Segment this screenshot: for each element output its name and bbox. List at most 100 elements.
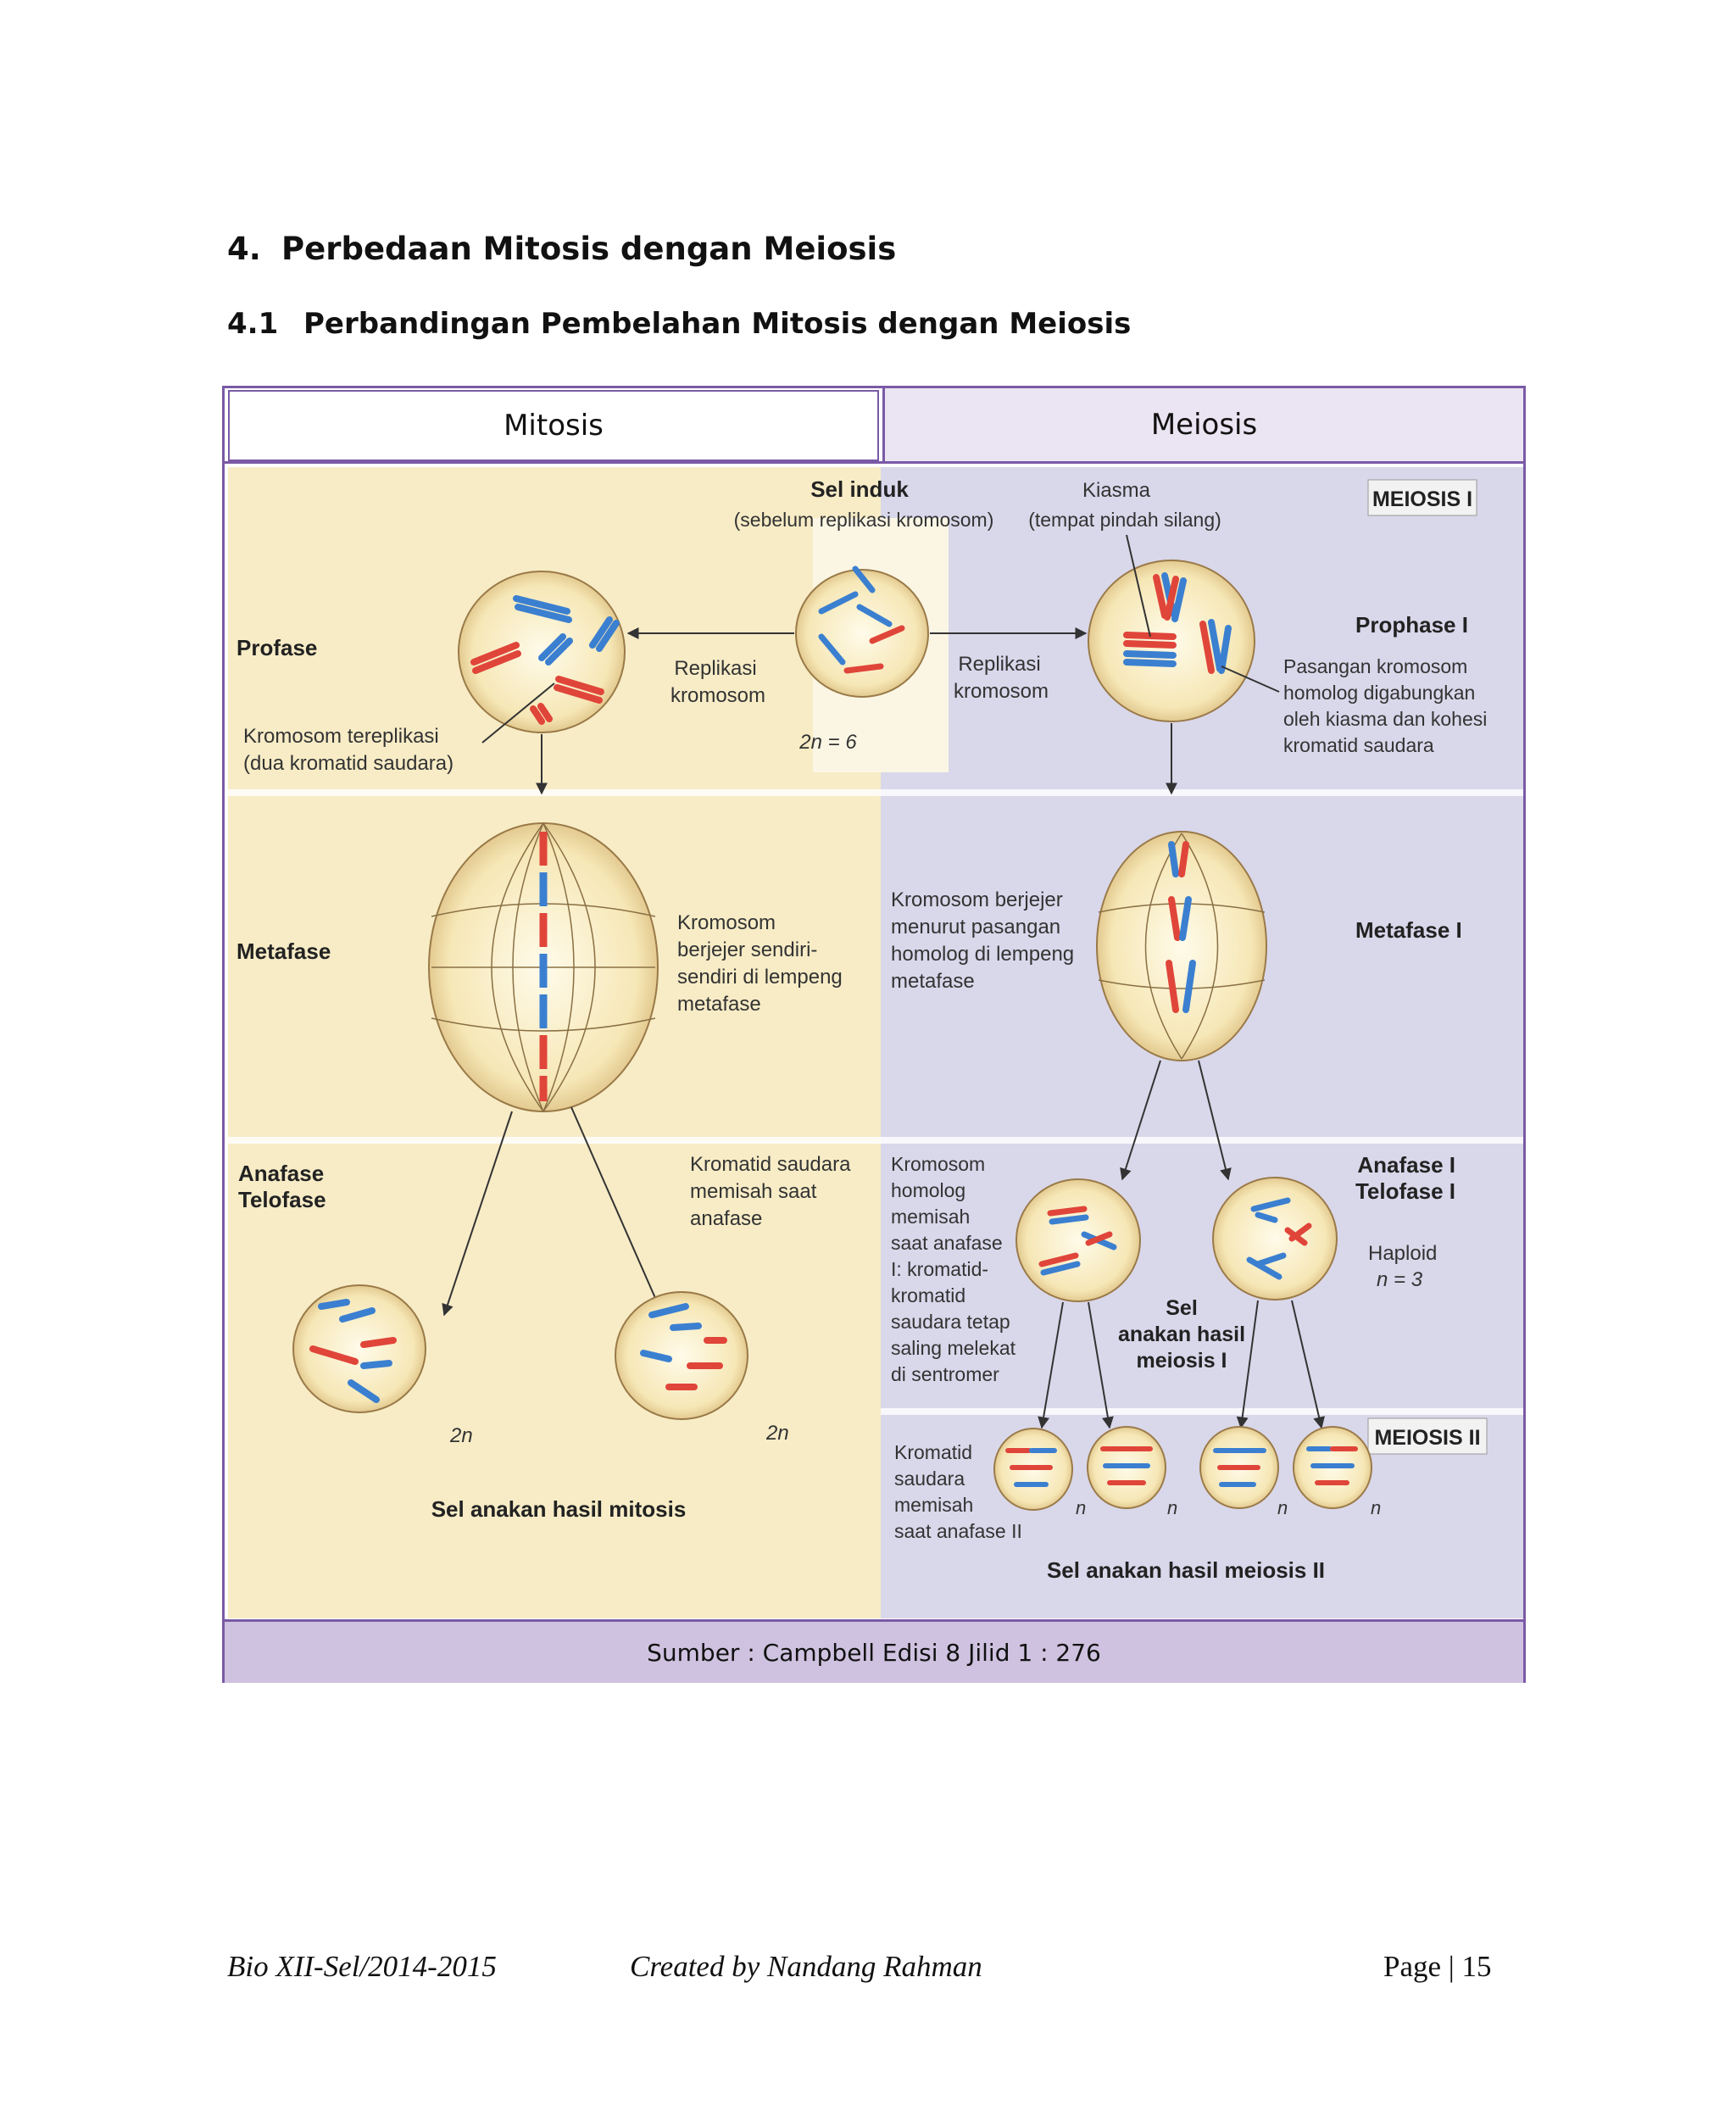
- homolog-sep-label: Kromosom homolog memisah saat anafase I:…: [891, 1153, 1016, 1385]
- parent-cell: [795, 569, 929, 698]
- mei-meta-label-3: homolog di lempeng: [891, 943, 1074, 966]
- meiosis1-daughter-cell-2: [1212, 1177, 1338, 1300]
- parent-subtitle: (sebelum replikasi kromosom): [734, 509, 994, 531]
- footer-course: Bio XII-Sel/2014-2015: [227, 1950, 497, 1983]
- mit-meta-label-2: berjejer sendiri-: [677, 938, 817, 961]
- arrow-meiosis-right: [1198, 1060, 1232, 1181]
- pasangan-label-1: Pasangan kromosom: [1283, 655, 1467, 677]
- homolog-sep-line-5: I: kromatid-: [891, 1258, 988, 1280]
- pasangan-label-2: homolog digabungkan: [1283, 682, 1475, 704]
- homolog-sep-line-1: Kromosom: [891, 1153, 985, 1175]
- mit-meta-label-1: Kromosom: [677, 911, 776, 934]
- homolog-sep-line-8: saling melekat: [891, 1337, 1016, 1359]
- mitosis-meiosis-figure: MEIOSIS I MEIOSIS II Sel induk (sebelum …: [228, 467, 1523, 1618]
- homolog-sep-line-7: saudara tetap: [891, 1311, 1010, 1333]
- stage-divider-3: [881, 1408, 1523, 1415]
- subsection-title: Perbandingan Pembelahan Mitosis dengan M…: [303, 307, 1132, 341]
- mit-meta-label-4: metafase: [677, 993, 761, 1016]
- mitosis-daughter-caption: Sel anakan hasil mitosis: [431, 1496, 687, 1522]
- kromatid-sep-label-3: anafase: [690, 1207, 762, 1230]
- section-heading: 4. Perbedaan Mitosis dengan Meiosis: [227, 231, 896, 267]
- arrow-m2-4: [1291, 1300, 1325, 1429]
- meiosis-metaphase-cell: [1096, 831, 1267, 1061]
- m2-n-2: n: [1167, 1497, 1177, 1518]
- arrow-mitosis-left: [442, 1111, 513, 1317]
- chiasma-label: Kiasma: [1082, 479, 1151, 502]
- parent-chromosomes: [818, 565, 905, 674]
- section-number: 4.: [227, 231, 261, 267]
- kromosom-tereplikasi-2: (dua kromatid saudara): [243, 752, 453, 775]
- arrow-m2-3: [1236, 1300, 1259, 1429]
- kromatid-m2-label: Kromatid saudara memisah saat anafase II: [894, 1441, 1022, 1542]
- mitosis-prophase-chromosomes: [470, 595, 620, 725]
- pasangan-label-3: oleh kiasma dan kohesi: [1283, 708, 1487, 730]
- mitosis-daughter-2n-2: 2n: [765, 1422, 789, 1445]
- m2-n-1: n: [1076, 1497, 1086, 1518]
- sel-anakan-m1-1: Sel: [1166, 1296, 1198, 1320]
- chiasma-subtitle: (tempat pindah silang): [1028, 509, 1221, 531]
- meiosis2-daughter-cell-1: [993, 1428, 1073, 1511]
- haploid-label: Haploid: [1368, 1242, 1437, 1265]
- pasangan-label-4: kromatid saudara: [1283, 734, 1434, 756]
- column-header-mitosis: Mitosis: [228, 390, 879, 461]
- meiosis1-daughter-cell-1: [1015, 1178, 1141, 1302]
- subsection-heading: 4.1 Perbandingan Pembelahan Mitosis denga…: [227, 307, 1131, 341]
- arrow-m2-1: [1038, 1301, 1064, 1429]
- replikasi-left-label-2: kromosom: [670, 684, 765, 707]
- meiosis2-daughter-cell-3: [1199, 1426, 1279, 1509]
- pasangan-pointer: [1221, 666, 1280, 693]
- column-header-meiosis: Meiosis: [882, 388, 1523, 461]
- kromatid-m2-line-1: Kromatid: [894, 1441, 972, 1463]
- mitosis-daughter-cell-1: [292, 1284, 426, 1413]
- kromosom-tereplikasi-1: Kromosom tereplikasi: [243, 725, 439, 748]
- meiosis-prophase-cell: [1088, 560, 1255, 722]
- mit-meta-label-3: sendiri di lempeng: [677, 966, 843, 989]
- footer-page-number: Page | 15: [1383, 1950, 1492, 1983]
- kromosom-pointer: [481, 682, 555, 744]
- mei-meta-label-4: metafase: [891, 970, 975, 993]
- stage-telofase: Telofase: [238, 1187, 326, 1212]
- svg-text:MEIOSIS I: MEIOSIS I: [1372, 487, 1472, 511]
- mei-meta-label-2: menurut pasangan: [891, 916, 1060, 938]
- stage-prophase1: Prophase I: [1355, 612, 1468, 638]
- comparison-table: Mitosis Meiosis MEIOSIS I MEIOSIS II Sel…: [222, 386, 1526, 1683]
- m2-n-3: n: [1277, 1497, 1288, 1518]
- chiasma-pointer: [1126, 534, 1151, 638]
- arrow-m2-2: [1088, 1301, 1114, 1429]
- svg-text:MEIOSIS II: MEIOSIS II: [1374, 1426, 1480, 1450]
- replikasi-right-label-1: Replikasi: [958, 653, 1040, 676]
- mitosis-daughter-2n-1: 2n: [449, 1424, 473, 1447]
- kromatid-sep-label-2: memisah saat: [690, 1180, 817, 1203]
- parent-title: Sel induk: [810, 476, 909, 502]
- homolog-sep-line-9: di sentromer: [891, 1363, 999, 1385]
- sel-anakan-m1-2: anakan hasil: [1118, 1323, 1245, 1346]
- mitosis-metaphase-cell: [428, 822, 659, 1112]
- meiosis2-caption: Sel anakan hasil meiosis II: [1047, 1557, 1325, 1583]
- figure-source: Sumber : Campbell Edisi 8 Jilid 1 : 276: [225, 1619, 1523, 1683]
- stage-telofase1: Telofase I: [1355, 1178, 1455, 1204]
- homolog-sep-line-4: saat anafase: [891, 1232, 1003, 1254]
- kromatid-m2-line-2: saudara: [894, 1468, 965, 1490]
- mei-meta-label-1: Kromosom berjejer: [891, 888, 1063, 911]
- stage-anafase: Anafase: [238, 1161, 324, 1186]
- homolog-sep-line-6: kromatid: [891, 1284, 965, 1306]
- kromatid-sep-label-1: Kromatid saudara: [690, 1153, 851, 1176]
- kromatid-m2-line-3: memisah: [894, 1494, 973, 1516]
- stage-profase: Profase: [236, 635, 317, 660]
- stage-anafase1: Anafase I: [1357, 1152, 1455, 1178]
- n3-label: n = 3: [1377, 1268, 1423, 1291]
- replikasi-left-label-1: Replikasi: [674, 657, 756, 680]
- label-2n6: 2n = 6: [798, 731, 857, 754]
- mitosis-daughter-cell-2: [615, 1291, 748, 1420]
- arrow-mitosis-right: [570, 1106, 666, 1321]
- stage-divider-2: [228, 1137, 1523, 1144]
- meiosis2-daughter-cell-2: [1087, 1426, 1166, 1509]
- arrow-meiosis-left: [1120, 1060, 1161, 1181]
- meiosis-prophase-chromosomes: [1123, 572, 1232, 674]
- subsection-number: 4.1: [227, 307, 279, 341]
- meiosis1-badge: MEIOSIS I: [1367, 479, 1477, 516]
- homolog-sep-line-3: memisah: [891, 1206, 970, 1228]
- sel-anakan-m1-3: meiosis I: [1137, 1349, 1227, 1373]
- stage-divider-1: [228, 789, 1523, 796]
- section-title: Perbedaan Mitosis dengan Meiosis: [281, 231, 897, 267]
